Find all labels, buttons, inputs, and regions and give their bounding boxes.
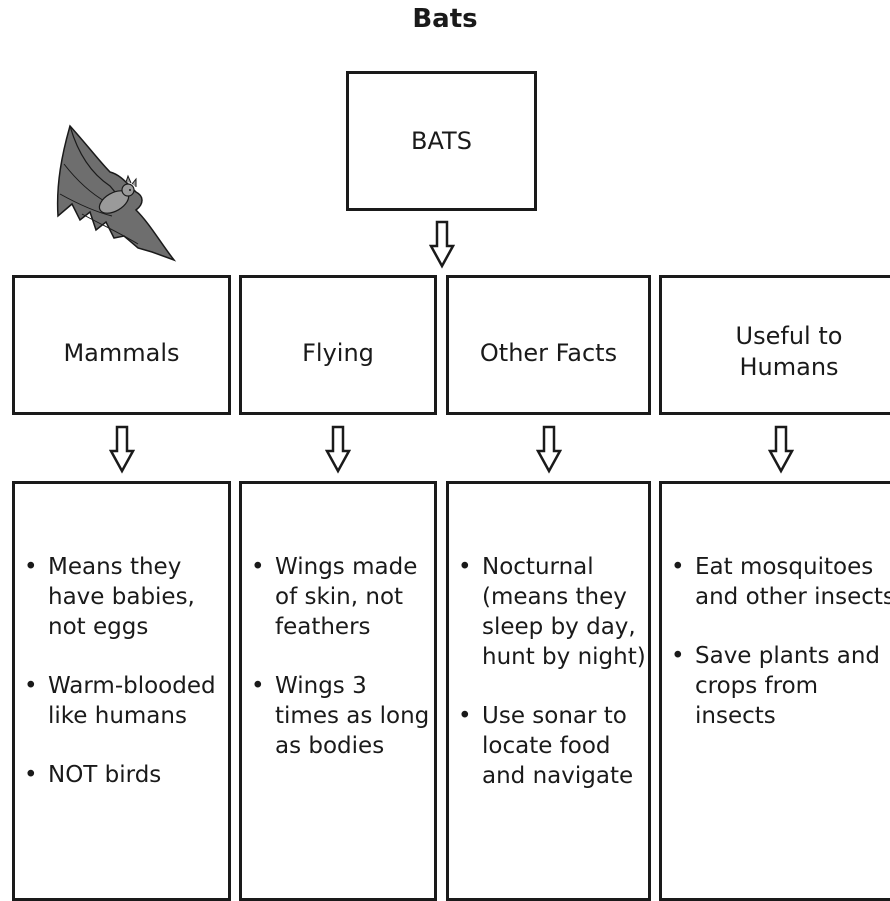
category-label: Useful to Humans <box>735 322 843 381</box>
fact-item: Nocturnal (means they sleep by day, hunt… <box>456 552 648 672</box>
down-arrow-icon <box>325 425 351 474</box>
facts-box-mammals: Means they have babies, not eggs Warm-bl… <box>12 481 231 901</box>
diagram-title: Bats <box>412 4 478 34</box>
fact-item: Wings 3 times as long as bodies <box>249 671 434 761</box>
root-label: BATS <box>411 127 472 155</box>
facts-box-other-facts: Nocturnal (means they sleep by day, hunt… <box>446 481 651 901</box>
category-label: Other Facts <box>479 339 618 367</box>
category-label: Mammals <box>63 339 180 367</box>
root-box: BATS <box>346 71 537 211</box>
down-arrow-icon <box>429 220 455 269</box>
fact-item: Use sonar to locate food and navigate <box>456 701 648 791</box>
category-label: Flying <box>302 339 374 367</box>
fact-item: Wings made of skin, not feathers <box>249 552 434 642</box>
fact-item: Warm-blooded like humans <box>22 671 228 731</box>
down-arrow-icon <box>536 425 562 474</box>
category-box-other-facts: Other Facts <box>446 275 651 415</box>
fact-item: Save plants and crops from insects <box>669 641 890 731</box>
facts-box-flying: Wings made of skin, not feathers Wings 3… <box>239 481 437 901</box>
down-arrow-icon <box>768 425 794 474</box>
category-box-flying: Flying <box>239 275 437 415</box>
down-arrow-icon <box>109 425 135 474</box>
category-box-useful-to-humans: Useful to Humans <box>659 275 890 415</box>
fact-item: Eat mosquitoes and other insects <box>669 552 890 612</box>
fact-item: Means they have babies, not eggs <box>22 552 228 642</box>
fact-item: NOT birds <box>22 760 228 790</box>
category-box-mammals: Mammals <box>12 275 231 415</box>
bat-illustration <box>56 124 177 262</box>
facts-box-useful-to-humans: Eat mosquitoes and other insects Save pl… <box>659 481 890 901</box>
